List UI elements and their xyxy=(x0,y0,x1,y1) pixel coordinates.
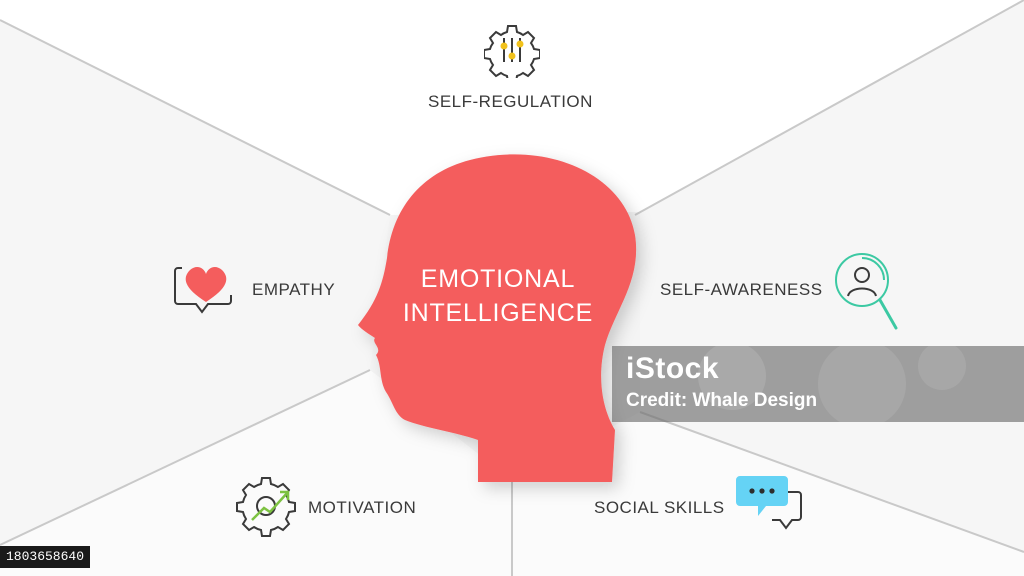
watermark-banner: iStock Credit: Whale Design xyxy=(612,346,1024,422)
segment-bottom-left xyxy=(0,370,512,576)
divider-line xyxy=(0,369,371,546)
image-id-tag: 1803658640 xyxy=(0,546,91,568)
watermark-credit: Credit: Whale Design xyxy=(626,390,818,411)
segment-top xyxy=(0,0,1024,215)
node-label-empathy: EMPATHY xyxy=(252,280,336,299)
node-label-motivation: MOTIVATION xyxy=(308,498,417,517)
person-magnifier-icon xyxy=(835,253,898,330)
center-title-line1: EMOTIONAL xyxy=(420,265,576,293)
chat-bubbles-icon xyxy=(736,476,802,530)
node-label-self-awareness: SELF-AWARENESS xyxy=(660,280,823,299)
gear-growth-arrow-icon xyxy=(236,477,296,537)
node-label-self-regulation: SELF-REGULATION xyxy=(428,92,593,111)
watermark-decoration xyxy=(698,346,966,422)
divider-line xyxy=(634,0,1024,216)
divider-line xyxy=(639,411,1024,553)
watermark-logo: iStock xyxy=(626,352,720,385)
node-label-social-skills: SOCIAL SKILLS xyxy=(594,498,725,517)
center-title: EMOTIONAL INTELLIGENCE xyxy=(388,262,608,330)
gear-sliders-icon xyxy=(484,25,540,78)
center-title-line2: INTELLIGENCE xyxy=(402,299,594,327)
head-silhouette xyxy=(358,154,637,482)
heart-speech-bubble-icon xyxy=(174,267,232,314)
divider-line xyxy=(0,19,391,216)
